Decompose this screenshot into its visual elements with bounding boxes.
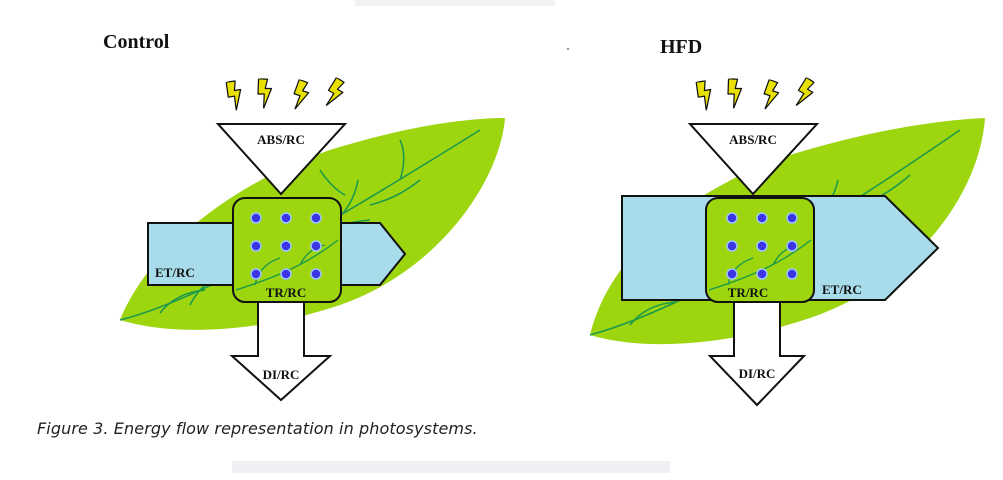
panel-title-control: Control	[103, 31, 170, 53]
lightning-bolts-hfd	[693, 75, 818, 113]
abs-triangle-control	[215, 123, 348, 196]
panel-title-hfd: HFD	[660, 36, 703, 58]
di-label-hfd: DI/RC	[739, 366, 776, 381]
lightning-bolt-icon	[760, 78, 782, 112]
figure-caption: Figure 3. Energy flow representation in …	[37, 419, 478, 438]
abs-label-control: ABS/RC	[257, 132, 305, 147]
abs-label-hfd: ABS/RC	[729, 132, 777, 147]
lightning-bolt-icon	[693, 77, 717, 113]
di-label-control: DI/RC	[263, 367, 300, 382]
lightning-bolt-icon	[322, 75, 348, 111]
di-arrow-hfd	[707, 301, 807, 407]
lightning-bolt-icon	[725, 76, 745, 110]
pigment-dots-hfd	[726, 212, 798, 280]
lightning-bolt-icon	[223, 77, 247, 113]
bottom-divider	[232, 461, 670, 473]
stray-mark	[567, 48, 569, 50]
hfd-panel: ABS/RC TR/RC ET/RC DI/RC	[589, 75, 985, 407]
top-divider	[355, 0, 555, 6]
tr-label-hfd: TR/RC	[728, 285, 768, 300]
control-panel: ABS/RC TR/RC ET/RC DI/RC	[119, 75, 505, 402]
et-label-hfd: ET/RC	[822, 282, 862, 297]
lightning-bolt-icon	[290, 78, 312, 112]
lightning-bolt-icon	[792, 75, 818, 111]
et-label-control: ET/RC	[155, 265, 195, 280]
abs-triangle-hfd	[687, 123, 820, 196]
lightning-bolts-control	[223, 75, 348, 113]
di-arrow-control	[229, 301, 333, 402]
tr-label-control: TR/RC	[266, 285, 306, 300]
lightning-bolt-icon	[255, 76, 275, 110]
pigment-dots-control	[250, 212, 322, 280]
